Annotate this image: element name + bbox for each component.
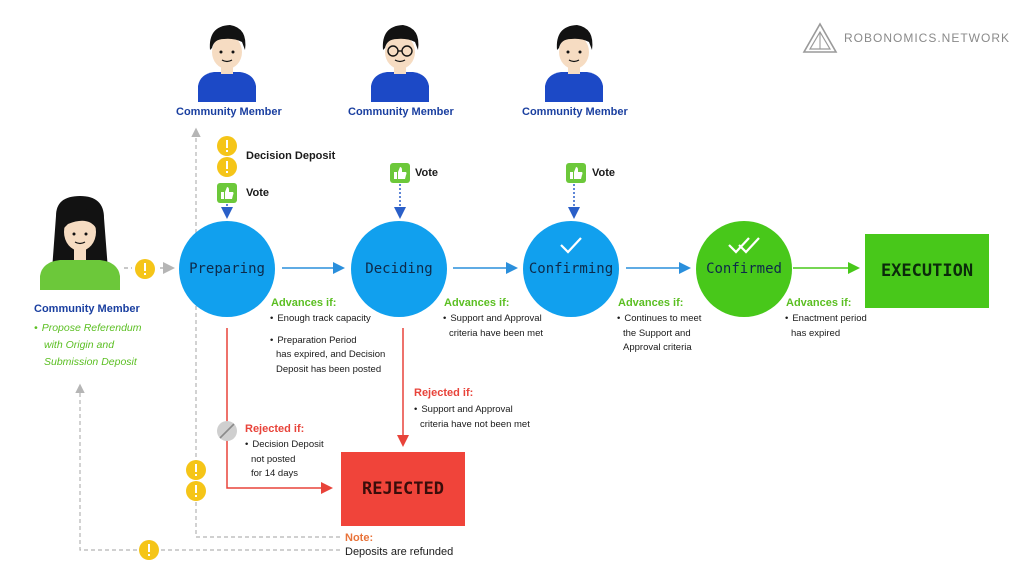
refund-submission-deposit-path	[75, 383, 340, 551]
rejected-if-label: Rejected if:	[414, 387, 474, 399]
proposer-action-line-2: with Origin and	[44, 339, 115, 351]
condition-line: not posted	[251, 453, 296, 465]
man-avatar-icon	[545, 25, 603, 102]
stage-confirming: Confirming	[523, 221, 619, 317]
condition-line: Preparation Period	[270, 334, 385, 349]
member-label-1: Community Member	[176, 106, 282, 118]
member-label-2: Community Member	[348, 106, 454, 118]
condition-line: Support and Approval	[443, 312, 543, 327]
rejected-label: REJECTED	[362, 479, 444, 499]
double-check-icon	[728, 237, 760, 254]
note-text: Deposits are refunded	[345, 546, 454, 558]
thumbs-up-vote-icon	[217, 183, 237, 203]
coin-stack-icon	[217, 136, 237, 177]
rejected-preparing-conditions: Decision Deposit not posted for 14 days	[245, 438, 324, 482]
condition-line: Enactment period	[785, 312, 866, 327]
proposer-action-line-3: Submission Deposit	[44, 356, 137, 368]
condition-line: Enough track capacity	[270, 312, 385, 327]
condition-line: Deposit has been posted	[276, 363, 382, 375]
coin-icon	[135, 259, 155, 279]
advances-confirmed-conditions: Enactment period has expired	[785, 312, 867, 341]
advances-label: Advances if:	[786, 297, 852, 309]
condition-line: for 14 days	[251, 468, 298, 479]
stage-deciding: Deciding	[351, 221, 447, 317]
note-title: Note:	[345, 532, 374, 544]
rejected-deciding-conditions: Support and Approval criteria have not b…	[414, 403, 530, 432]
stage-confirmed: Confirmed	[696, 221, 792, 317]
man-with-glasses-avatar-icon	[371, 25, 429, 102]
execution-box: EXECUTION	[865, 234, 989, 308]
condition-line: has expired	[791, 327, 841, 339]
decision-deposit-label: Decision Deposit	[246, 150, 336, 162]
man-avatar-icon	[198, 25, 256, 102]
vote-label-1: Vote	[246, 187, 270, 199]
crossed-coin-icon	[217, 421, 237, 441]
advances-label: Advances if:	[618, 297, 684, 309]
advances-label: Advances if:	[271, 297, 337, 309]
proposer-action-line-1: Propose Referendum	[34, 320, 142, 337]
condition-line: Continues to meet	[617, 312, 701, 327]
woman-avatar-icon	[40, 196, 120, 290]
thumbs-up-vote-icon	[566, 163, 586, 183]
stage-confirmed-label: Confirmed	[706, 261, 782, 277]
rejected-if-label: Rejected if:	[245, 423, 305, 435]
advances-label: Advances if:	[444, 297, 510, 309]
advances-preparing-conditions: Enough track capacity Preparation Period…	[270, 312, 385, 377]
robonomics-triangle-logo-icon	[802, 22, 838, 53]
arrow-preparing-rejected	[226, 328, 333, 494]
thumbs-up-vote-icon	[390, 163, 410, 183]
advances-deciding-conditions: Support and Approval criteria have been …	[443, 312, 543, 341]
coin-stack-icon	[186, 460, 206, 501]
condition-line: Decision Deposit	[245, 438, 323, 453]
vote-label-3: Vote	[592, 167, 616, 179]
condition-line: criteria have not been met	[420, 418, 530, 430]
condition-line: Approval criteria	[623, 342, 692, 353]
stage-deciding-label: Deciding	[365, 261, 433, 277]
execution-label: EXECUTION	[880, 261, 974, 281]
vote-label-2: Vote	[415, 167, 439, 179]
stage-preparing-label: Preparing	[189, 261, 265, 277]
rejected-box: REJECTED	[341, 452, 465, 526]
stage-confirming-label: Confirming	[528, 261, 614, 277]
logo-text: ROBONOMICS.NETWORK	[844, 31, 1011, 45]
condition-line: Support and Approval	[414, 403, 530, 418]
proposer-label: Community Member	[34, 303, 140, 315]
stage-preparing: Preparing	[179, 221, 275, 317]
condition-line: has expired, and Decision	[276, 349, 386, 360]
member-label-3: Community Member	[522, 106, 628, 118]
condition-line: the Support and	[623, 327, 691, 339]
proposer-action: Propose Referendum with Origin and Submi…	[34, 320, 142, 371]
condition-line: criteria have been met	[449, 327, 543, 339]
coin-icon	[139, 540, 159, 560]
check-icon	[560, 237, 582, 254]
advances-confirming-conditions: Continues to meet the Support and Approv…	[617, 312, 701, 356]
